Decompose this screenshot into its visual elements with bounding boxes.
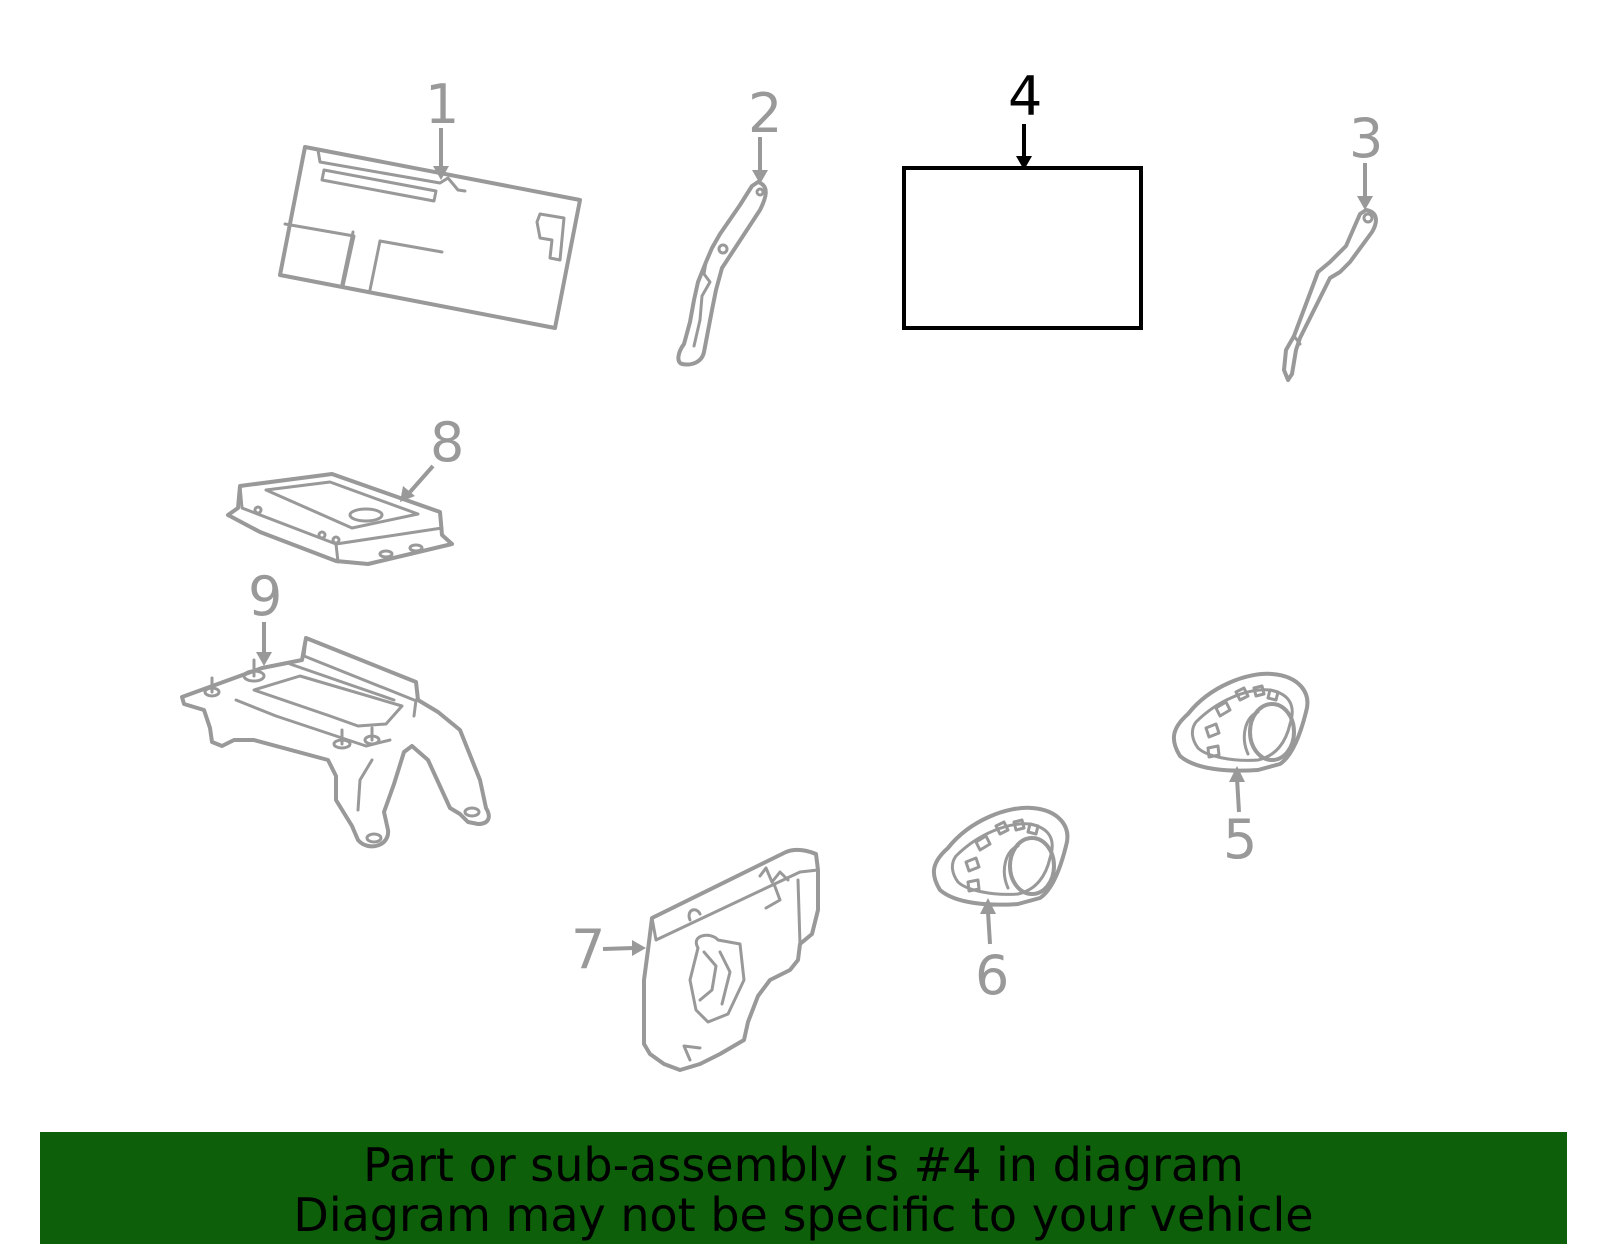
part-6-speaker[interactable] — [931, 805, 1070, 907]
leader-6 — [980, 898, 996, 945]
part-1-panel[interactable] — [278, 145, 582, 330]
callout-2: 2 — [748, 82, 782, 145]
part-5-speaker[interactable] — [1171, 671, 1310, 773]
callout-1: 1 — [425, 73, 459, 136]
leader-3 — [1357, 163, 1373, 210]
part-4-box[interactable] — [902, 166, 1143, 330]
callout-8: 8 — [430, 411, 464, 474]
callout-3: 3 — [1349, 107, 1383, 170]
callout-6: 6 — [975, 944, 1009, 1007]
part-3-bracket[interactable] — [1282, 208, 1378, 382]
leader-9 — [256, 622, 272, 666]
banner-line-2: Diagram may not be specific to your vehi… — [293, 1188, 1314, 1242]
callout-7: 7 — [571, 918, 605, 981]
callout-9: 9 — [248, 565, 282, 628]
info-banner: Part or sub-assembly is #4 in diagram Di… — [40, 1132, 1567, 1244]
leader-7 — [602, 940, 646, 956]
leader-5 — [1229, 766, 1245, 813]
callout-5: 5 — [1223, 808, 1257, 871]
leader-2 — [752, 137, 768, 184]
leader-1 — [433, 128, 449, 180]
leader-8 — [400, 464, 435, 502]
part-8-module[interactable] — [226, 472, 454, 566]
banner-line-1: Part or sub-assembly is #4 in diagram — [363, 1138, 1244, 1192]
part-7-enclosure[interactable] — [642, 847, 820, 1072]
leader-4 — [1016, 124, 1032, 170]
part-9-tray[interactable] — [180, 636, 491, 849]
part-2-bracket[interactable] — [676, 180, 768, 367]
callout-4: 4 — [1008, 65, 1042, 128]
